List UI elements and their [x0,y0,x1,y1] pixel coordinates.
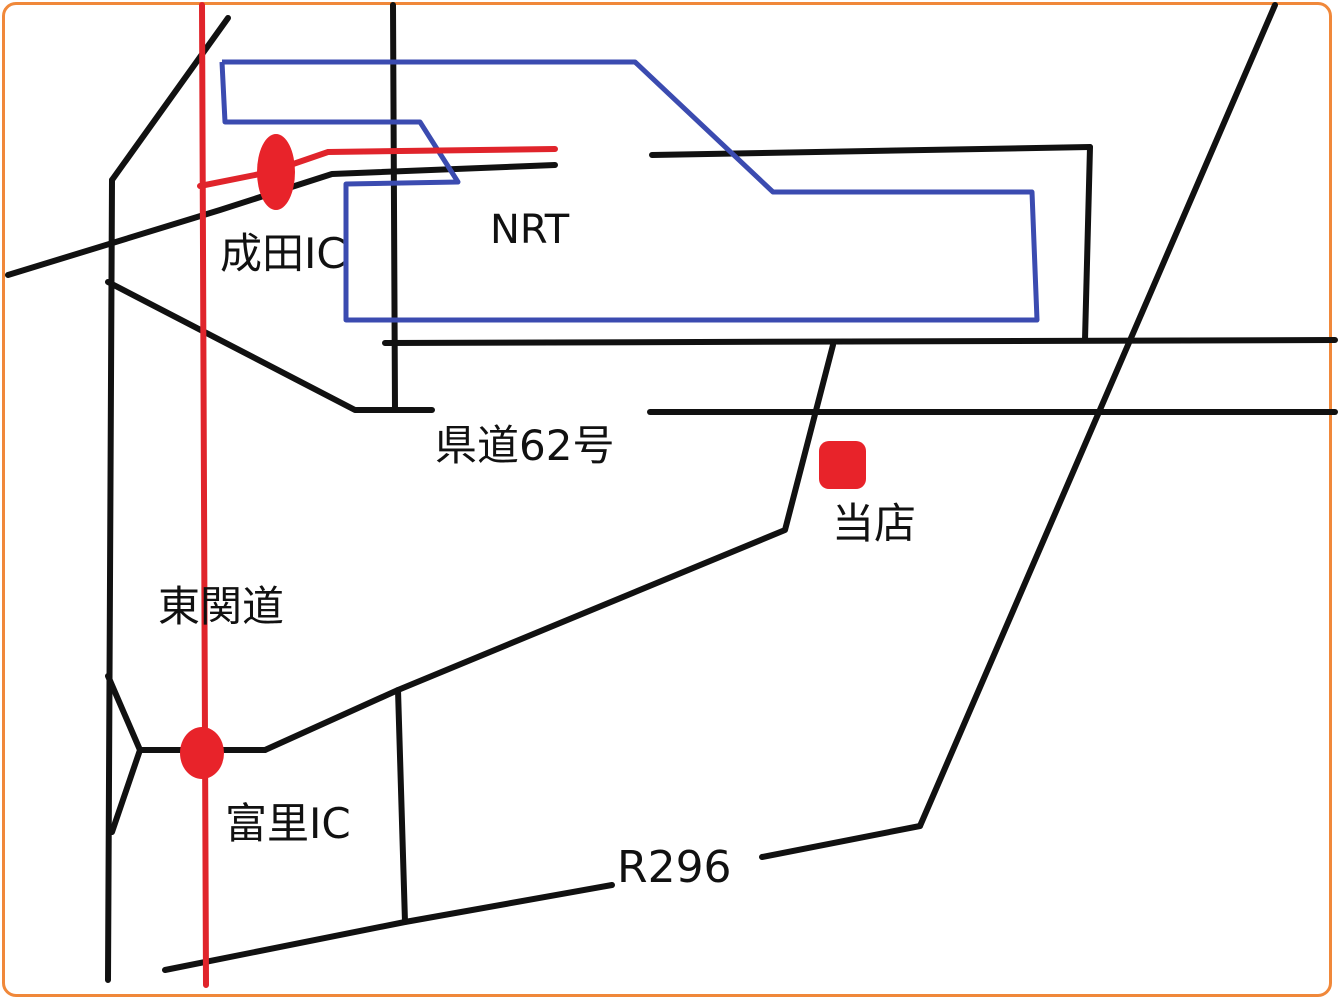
road-diagonal-to-route62 [105,279,435,413]
expressway-narita-branch [197,146,558,189]
tomisato-ic-marker [180,727,224,779]
road-airport-east-vertical [1082,144,1093,343]
airport-outline [219,59,1040,323]
road-tomisato-junction [105,673,143,835]
road-airport-north [649,144,1093,158]
tomisato-ic-label: 富里IC [225,799,351,848]
shop-marker [819,441,866,489]
road-airport-west-vertical [390,2,398,413]
prefectural-road-label: 県道62号 [435,421,615,470]
road-r296-east [759,823,923,860]
road-northeast-diagonal [917,2,1278,829]
road-r296-west [162,882,615,973]
narita-ic-label: 成田IC [220,229,346,278]
road-connector-vertical [395,687,408,925]
airport-label: NRT [490,207,570,253]
road-northwest-diagonal [109,15,231,183]
expressway-label: 東関道 [158,582,285,631]
expressway-tokando [199,2,209,988]
road-airport-south [382,337,1338,346]
road-to-shop [262,342,836,753]
route-label: R296 [617,842,732,893]
shop-label: 当店 [832,499,917,548]
narita-ic-marker [257,134,295,210]
road-west-vertical [105,177,115,983]
